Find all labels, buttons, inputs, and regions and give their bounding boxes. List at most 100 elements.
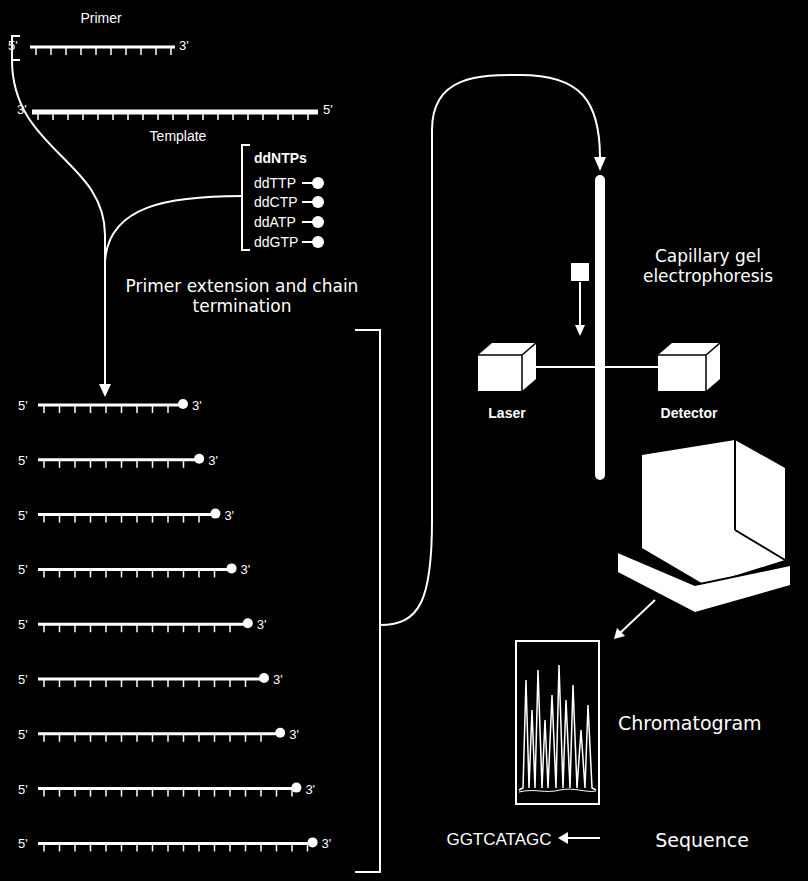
sample-square: [571, 263, 589, 281]
base-tick: [198, 515, 200, 523]
arrowhead: [594, 157, 606, 171]
base-tick: [307, 843, 309, 851]
strand-end-label: 5': [323, 102, 333, 118]
base-tick: [183, 679, 185, 687]
base-tick: [90, 679, 92, 687]
base-tick: [43, 460, 45, 468]
base-tick: [167, 460, 169, 468]
flow-lines: [12, 36, 655, 872]
base-tick: [291, 843, 293, 851]
node-label: Detector: [661, 405, 718, 421]
base-tick: [90, 405, 92, 413]
dye-label: [312, 216, 324, 228]
strand-end-label: 5': [18, 453, 28, 469]
keyboard-edge: [618, 552, 790, 585]
dideoxy-terminator: [178, 399, 188, 409]
base-tick: [136, 679, 138, 687]
base-tick: [105, 734, 107, 742]
base-tick: [198, 624, 200, 632]
base-tick: [245, 679, 247, 687]
strand-end-label: 3': [224, 508, 234, 524]
base-tick: [167, 624, 169, 632]
base-tick: [127, 112, 129, 120]
sequence-arrow: [566, 837, 600, 839]
base-tick: [157, 112, 159, 120]
base-tick: [167, 569, 169, 577]
base-tick: [59, 734, 61, 742]
flow-line: [12, 60, 105, 386]
base-tick: [43, 624, 45, 632]
base-tick: [121, 843, 123, 851]
base-tick: [105, 460, 107, 468]
base-tick: [43, 679, 45, 687]
arrowhead: [558, 832, 568, 844]
dna-strand: [38, 513, 215, 516]
fragment-bracket: [355, 330, 380, 872]
dye-stem: [302, 241, 313, 243]
dna-strand: [38, 787, 296, 790]
base-tick: [152, 569, 154, 577]
ddntp-bracket: [242, 145, 250, 250]
strand-end-label: 5': [18, 782, 28, 798]
dna-strand: [38, 623, 248, 626]
base-tick: [105, 843, 107, 851]
base-tick: [183, 789, 185, 797]
step-label: Capillary gel electrophoresis: [626, 246, 791, 287]
strand-name: Primer: [80, 10, 121, 27]
base-tick: [59, 405, 61, 413]
arrowheads: [99, 157, 625, 844]
output-arrow: [620, 600, 655, 633]
strand-end-label: 5': [18, 563, 28, 579]
base-tick: [121, 734, 123, 742]
reagent-name: ddGTP: [254, 234, 298, 251]
base-tick: [59, 515, 61, 523]
arrowhead: [99, 384, 111, 397]
base-tick: [214, 843, 216, 851]
base-tick: [172, 112, 174, 120]
dye-label: [312, 177, 324, 189]
strand-end-label: 5': [18, 398, 28, 414]
trace-peaks: [519, 665, 596, 790]
base-tick: [43, 789, 45, 797]
base-tick: [52, 112, 54, 120]
base-tick: [136, 405, 138, 413]
base-tick: [198, 569, 200, 577]
base-tick: [152, 679, 154, 687]
panel-frame: [516, 641, 599, 804]
base-tick: [43, 843, 45, 851]
computer: [618, 440, 790, 612]
monitor-edge: [735, 440, 785, 560]
base-tick: [183, 569, 185, 577]
base-tick: [90, 843, 92, 851]
reagent-name: ddATP: [254, 214, 296, 231]
base-tick: [136, 734, 138, 742]
base-tick: [167, 405, 169, 413]
base-tick: [74, 843, 76, 851]
base-tick: [136, 569, 138, 577]
base-tick: [140, 47, 142, 55]
base-tick: [90, 515, 92, 523]
dye-stem: [302, 221, 313, 223]
dye-stem: [302, 182, 313, 184]
dideoxy-terminator: [291, 783, 301, 793]
dideoxy-terminator: [194, 454, 204, 464]
base-tick: [82, 112, 84, 120]
base-tick: [136, 460, 138, 468]
base-tick: [59, 460, 61, 468]
base-tick: [136, 789, 138, 797]
reagent-name: ddTTP: [254, 175, 296, 192]
dideoxy-terminator: [243, 618, 253, 628]
box-body: [478, 343, 536, 391]
base-tick: [229, 624, 231, 632]
arrowhead: [575, 325, 585, 336]
node-shape: [658, 343, 720, 391]
base-tick: [183, 515, 185, 523]
base-tick: [167, 515, 169, 523]
base-tick: [43, 569, 45, 577]
base-tick: [35, 47, 37, 55]
flow-line: [105, 196, 242, 262]
base-tick: [43, 515, 45, 523]
dna-strands: [30, 47, 324, 851]
base-tick: [198, 789, 200, 797]
